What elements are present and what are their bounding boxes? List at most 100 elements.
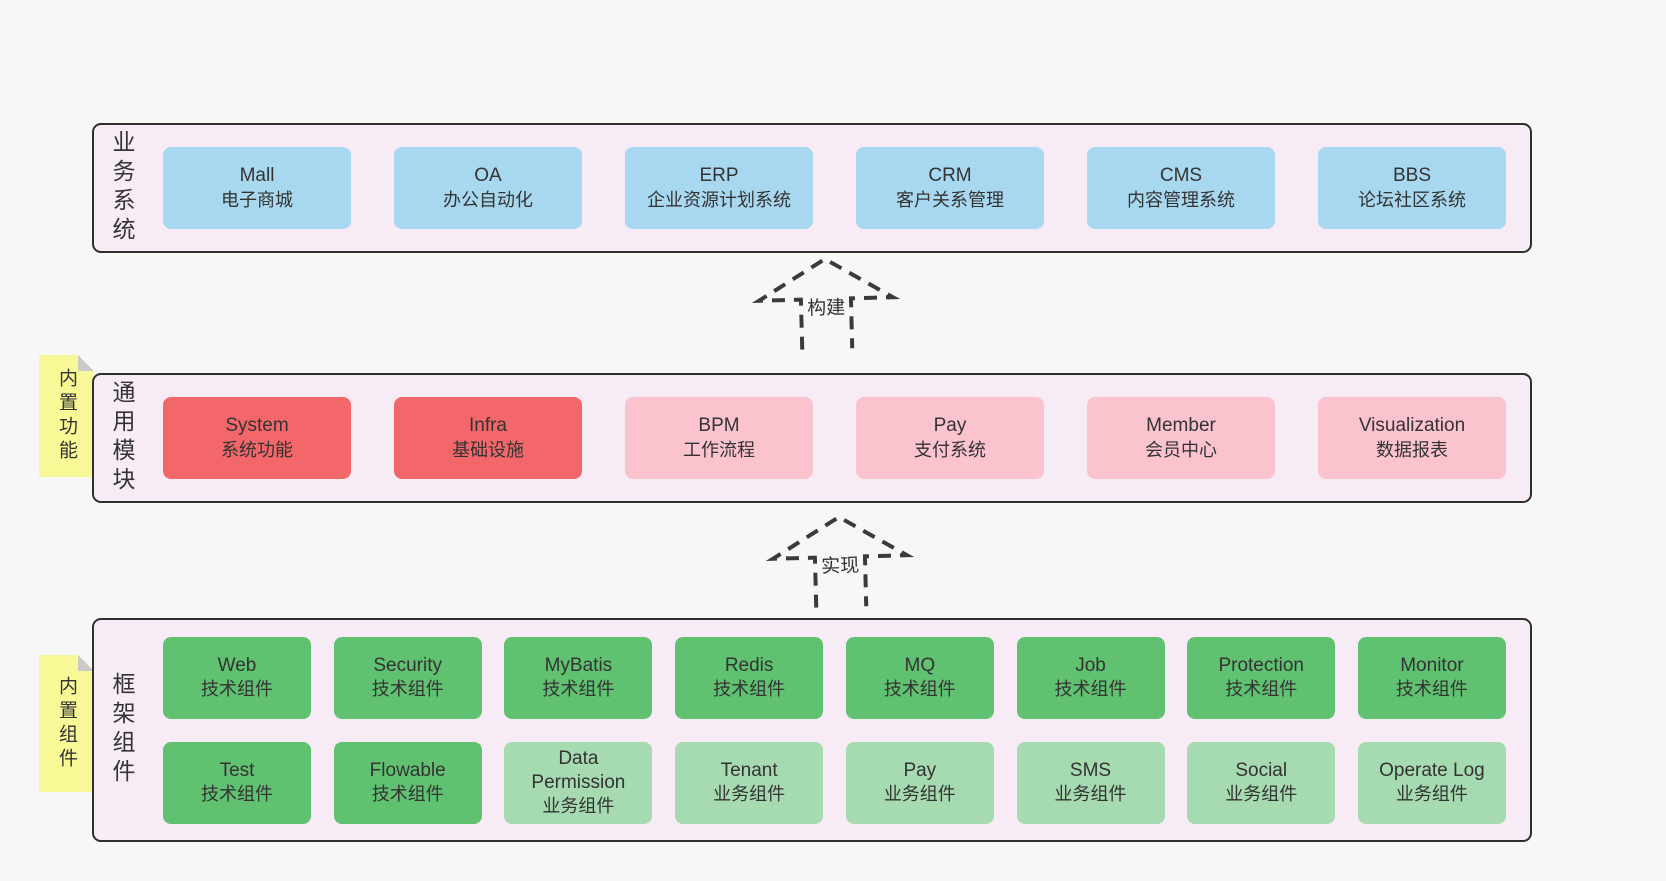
dashed-up-arrow-icon	[765, 514, 915, 608]
box-title: Data Permission	[531, 747, 626, 793]
box-protection: Protection 技术组件	[1187, 636, 1336, 719]
box-title: System	[225, 415, 289, 437]
box-title: Job	[1075, 654, 1106, 676]
box-title: Operate Log	[1379, 759, 1485, 781]
box-subtitle: 业务组件	[542, 796, 615, 817]
sticky-fold-corner	[78, 355, 94, 371]
box-subtitle: 内容管理系统	[1127, 189, 1235, 210]
box-security: Security 技术组件	[333, 636, 482, 719]
box-subtitle: 技术组件	[201, 784, 273, 805]
box-subtitle: 业务组件	[883, 784, 956, 805]
box-subtitle: 电子商城	[221, 189, 293, 210]
box-subtitle: 技术组件	[201, 679, 273, 700]
box-title: OA	[474, 165, 502, 187]
box-title: Security	[373, 654, 443, 676]
box-title: BBS	[1392, 165, 1432, 187]
box-operate-log: Operate Log 业务组件	[1357, 741, 1506, 824]
box-sms: SMS 业务组件	[1016, 741, 1165, 824]
box-title: Flowable	[369, 759, 446, 781]
box-tenant: Tenant 业务组件	[675, 741, 824, 824]
box-title: Pay	[903, 759, 937, 781]
box-title: Test	[219, 759, 255, 781]
arrow-up-implement: 实现	[764, 510, 916, 609]
box-title: Pay	[933, 415, 967, 437]
box-subtitle: 基础设施	[452, 439, 524, 460]
box-title: ERP	[699, 165, 739, 187]
box-subtitle: 技术组件	[542, 679, 615, 700]
arrow-label-build: 构建	[802, 291, 850, 322]
box-title: Protection	[1218, 654, 1304, 676]
band-label: 业务系统	[109, 130, 135, 246]
box-subtitle: 业务组件	[713, 784, 786, 805]
sticky-note-label: 内置功能	[56, 368, 77, 464]
box-subtitle: 技术组件	[1395, 679, 1468, 700]
box-data-permission: Data Permission 业务组件	[504, 741, 653, 824]
box-title: Tenant	[720, 759, 778, 781]
sticky-note-label: 内置组件	[56, 675, 77, 772]
box-title: Mall	[239, 165, 275, 187]
box-test: Test 技术组件	[163, 741, 311, 824]
box-title: CRM	[928, 165, 972, 187]
box-subtitle: 办公自动化	[443, 189, 533, 210]
box-title: MQ	[904, 654, 936, 676]
box-redis: Redis 技术组件	[675, 636, 824, 719]
arrow-label-implement: 实现	[816, 549, 864, 580]
box-subtitle: 论坛社区系统	[1358, 189, 1466, 210]
box-subtitle: 业务组件	[1395, 784, 1468, 805]
sticky-note-builtin-features: 内置功能	[39, 355, 94, 477]
box-social: Social 业务组件	[1187, 741, 1336, 824]
box-web: Web 技术组件	[163, 636, 311, 719]
box-mybatis: MyBatis 技术组件	[504, 636, 653, 719]
dashed-up-arrow-icon	[751, 256, 901, 350]
box-monitor: Monitor 技术组件	[1357, 636, 1506, 719]
box-pay: Pay 业务组件	[845, 741, 994, 824]
box-subtitle: 技术组件	[371, 679, 444, 700]
box-subtitle: 技术组件	[713, 679, 786, 700]
box-job: Job 技术组件	[1016, 636, 1165, 719]
box-subtitle: 技术组件	[1225, 679, 1298, 700]
box-title: Infra	[468, 415, 508, 437]
box-title: MyBatis	[544, 654, 613, 676]
box-title: Member	[1146, 415, 1216, 437]
box-title: Web	[217, 654, 257, 676]
box-subtitle: 业务组件	[1225, 784, 1298, 805]
box-title: Redis	[724, 654, 774, 676]
box-title: Social	[1235, 759, 1288, 781]
box-subtitle: 技术组件	[1054, 679, 1127, 700]
box-title: SMS	[1069, 759, 1112, 781]
box-subtitle: 会员中心	[1145, 439, 1217, 460]
box-subtitle: 企业资源计划系统	[647, 189, 791, 210]
box-flowable: Flowable 技术组件	[333, 741, 482, 824]
box-subtitle: 业务组件	[1054, 784, 1127, 805]
box-subtitle: 支付系统	[914, 439, 986, 460]
box-subtitle: 技术组件	[883, 679, 956, 700]
box-subtitle: 数据报表	[1376, 439, 1448, 460]
band-label: 通用模块	[109, 380, 135, 496]
box-subtitle: 技术组件	[371, 784, 444, 805]
box-subtitle: 系统功能	[221, 439, 293, 460]
box-subtitle: 工作流程	[683, 439, 755, 460]
box-title: Visualization	[1358, 415, 1466, 437]
band-label: 框架组件	[109, 672, 135, 788]
box-title: Monitor	[1400, 654, 1464, 676]
box-title: CMS	[1159, 165, 1203, 187]
box-subtitle: 客户关系管理	[896, 189, 1004, 210]
